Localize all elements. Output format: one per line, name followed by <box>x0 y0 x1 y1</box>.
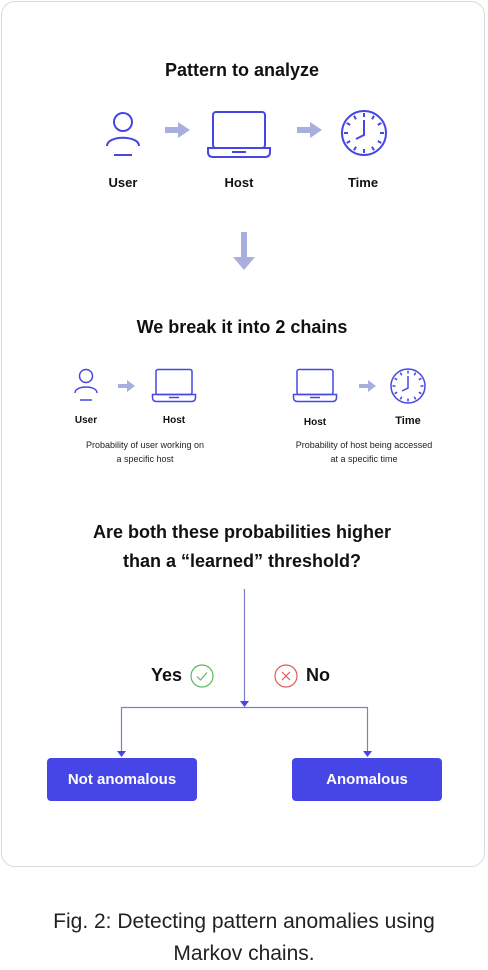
x-icon <box>274 664 298 688</box>
chain-left-description-line2: a specific host <box>116 454 174 464</box>
anomalous-box: Anomalous <box>292 758 442 801</box>
pattern-title: Pattern to analyze <box>164 60 320 80</box>
decision-question: Are both these probabilities higher than… <box>0 518 484 576</box>
chain-right-time-label: Time <box>395 415 421 427</box>
arrow-right-icon <box>297 122 322 138</box>
pattern-user-label: User <box>108 175 138 190</box>
chain-left-description-line1: Probability of user working on <box>85 440 205 450</box>
arrow-down-icon <box>233 232 255 270</box>
pattern-time-label: Time <box>347 175 379 190</box>
chains-title: We break it into 2 chains <box>136 317 348 337</box>
pattern-host-label: Host <box>224 175 254 190</box>
laptop-icon <box>151 368 197 403</box>
chain-right-description-line2: at a specific time <box>330 454 398 464</box>
no-label: No <box>306 665 330 685</box>
check-icon <box>190 664 214 688</box>
yes-label: Yes <box>151 665 183 685</box>
not-anomalous-box: Not anomalous <box>47 758 197 801</box>
chain-right-host-label: Host <box>303 417 327 428</box>
arrow-right-icon <box>165 122 190 138</box>
clock-icon <box>390 368 426 404</box>
chain-right-description-line1: Probability of host being accessed <box>295 440 433 450</box>
chain-left-description: Probability of user working on a specifi… <box>60 438 230 466</box>
figure-caption: Fig. 2: Detecting pattern anomalies usin… <box>0 906 488 970</box>
chain-left-host-label: Host <box>162 415 186 426</box>
figure-caption-line1: Fig. 2: Detecting pattern anomalies usin… <box>53 910 435 933</box>
user-icon <box>74 368 98 401</box>
decision-question-line2: than a “learned” threshold? <box>122 551 362 571</box>
arrow-right-icon <box>118 380 135 392</box>
chain-left-user-label: User <box>74 415 98 426</box>
laptop-icon <box>292 368 338 403</box>
chain-right-description: Probability of host being accessed at a … <box>274 438 454 466</box>
arrow-right-icon <box>359 380 376 392</box>
diagram-card <box>1 1 485 867</box>
clock-icon <box>341 110 387 156</box>
decision-connector <box>117 589 372 757</box>
decision-question-line1: Are both these probabilities higher <box>92 522 392 542</box>
figure-caption-line2: Markov chains. <box>173 942 315 965</box>
user-icon <box>106 112 140 156</box>
laptop-icon <box>207 111 271 158</box>
